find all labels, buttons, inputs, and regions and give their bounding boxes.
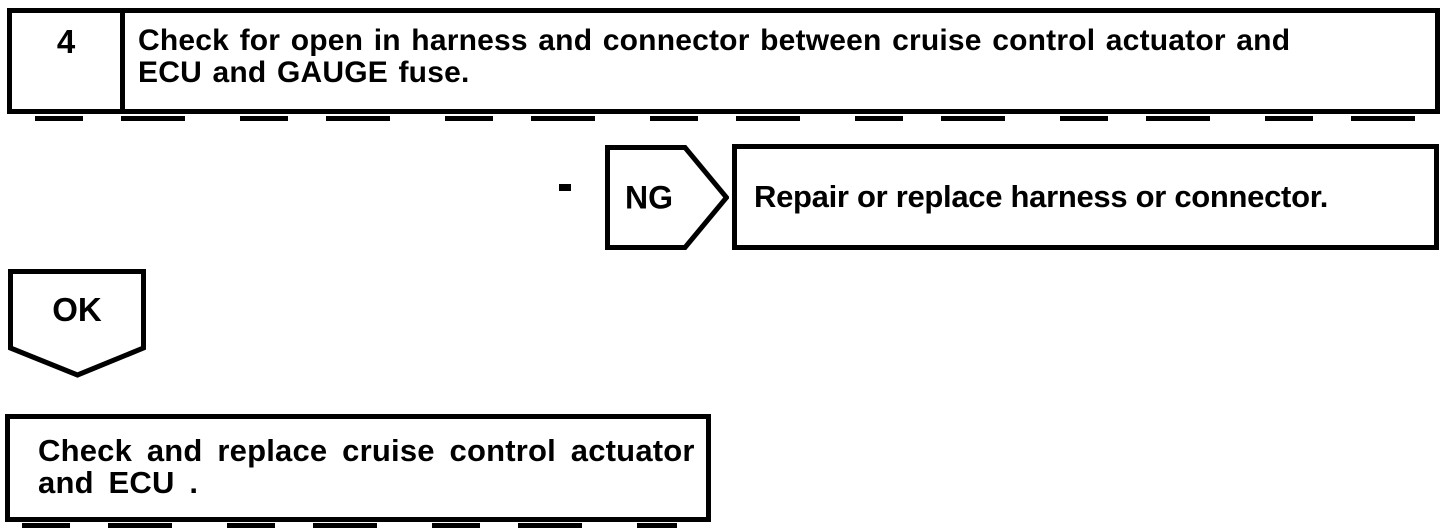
ng-label: NG xyxy=(625,178,673,215)
ok-connector: OK xyxy=(8,269,146,378)
final-action-line-1: Check and replace cruise control actuato… xyxy=(38,433,695,468)
ng-action-text: Repair or replace harness or connector. xyxy=(754,179,1329,214)
scan-noise-under-step-box xyxy=(35,116,1420,121)
final-action-box: Check and replace cruise control actuato… xyxy=(5,414,711,522)
ok-label: OK xyxy=(52,291,102,328)
step-box: 4 Check for open in harness and connecto… xyxy=(7,8,1440,114)
step-instruction-line-2: ECU and GAUGE fuse. xyxy=(138,56,470,89)
final-action-line-2: and ECU . xyxy=(38,465,199,500)
ng-connector: NG xyxy=(605,145,729,250)
ok-pentagon-icon xyxy=(8,269,146,378)
ng-pentagon-icon xyxy=(605,145,729,250)
step-instruction: Check for open in harness and connector … xyxy=(125,13,1298,109)
step-number-cell: 4 xyxy=(12,13,125,109)
ng-action-box: Repair or replace harness or connector. xyxy=(732,144,1439,250)
step-number: 4 xyxy=(56,23,76,60)
scan-noise-under-final-box xyxy=(22,523,677,528)
scan-artifact-dash xyxy=(559,184,571,191)
step-instruction-line-1: Check for open in harness and connector … xyxy=(138,24,1291,57)
